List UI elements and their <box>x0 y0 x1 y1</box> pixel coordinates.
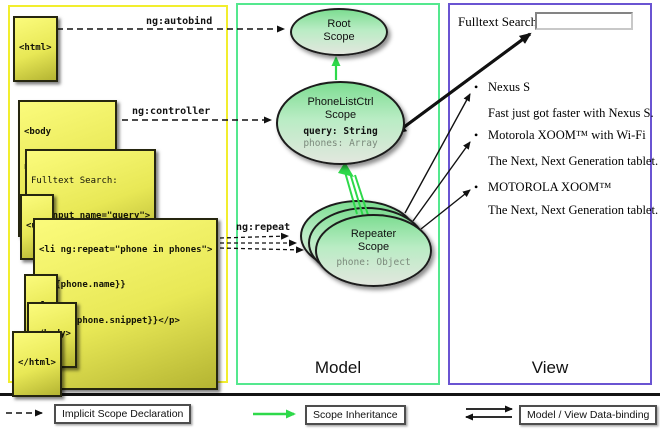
legend-scope-inheritance: Scope Inheritance <box>305 405 406 425</box>
legend-model-view-data-binding: Model / View Data-binding <box>519 405 658 425</box>
code-text: <p>{{phone.snippet}}</p> <box>39 315 180 326</box>
scope-property-query: query: String <box>303 126 378 138</box>
bullet-icon: • <box>474 180 479 194</box>
phone-list-item: • MOTOROLA XOOM™ <box>474 180 612 195</box>
code-text: <body <box>24 127 52 138</box>
ng-autobind-label: ng:autobind <box>146 16 213 27</box>
ng-controller-label: ng:controller <box>132 106 211 117</box>
code-text: <input name="query"> <box>31 211 151 222</box>
root-scope-ellipse: Root Scope <box>290 8 388 56</box>
scope-title: Repeater <box>350 228 397 240</box>
code-box-html-open: <html> <box>13 16 58 83</box>
phone-name: Nexus S <box>488 80 531 94</box>
legend-double-arrow <box>465 405 513 421</box>
legend-implicit-scope-declaration: Implicit Scope Declaration <box>54 404 192 424</box>
code-text: Fulltext Search: <box>31 176 118 187</box>
phonelistctrl-scope-ellipse: PhoneListCtrl Scope query: String phones… <box>276 81 405 165</box>
scope-title: PhoneListCtrl <box>307 96 374 108</box>
scope-property-phone: phone: Object <box>336 257 411 269</box>
code-text: {{phone.name}} <box>39 280 126 291</box>
phone-description: Fast just got faster with Nexus S. <box>488 106 654 120</box>
model-column <box>236 3 440 385</box>
bullet-icon: • <box>474 128 479 142</box>
column-label-view: View <box>531 358 569 377</box>
scope-title: Scope <box>357 240 390 253</box>
phone-description: The Next, Next Generation tablet. <box>488 154 659 168</box>
fulltext-search-label: Fulltext Search: <box>458 14 541 29</box>
code-box-html-close: </html> <box>12 331 62 398</box>
legend-separator-line <box>0 393 660 396</box>
phone-list-item: • Motorola XOOM™ with Wi-Fi <box>474 128 646 143</box>
code-text: <html> <box>19 43 52 54</box>
phone-name: Motorola XOOM™ with Wi-Fi <box>488 128 646 142</box>
phone-description: The Next, Next Generation tablet. <box>488 203 659 217</box>
code-text: <li ng:repeat="phone in phones"> <box>39 245 213 256</box>
scope-title: Scope <box>324 108 357 121</box>
scope-title: Scope <box>323 30 355 43</box>
scope-title: Root <box>327 18 351 30</box>
bullet-icon: • <box>474 80 479 94</box>
fulltext-search-input[interactable] <box>535 12 633 30</box>
repeater-scope-ellipse: Repeater Scope phone: Object <box>315 214 432 287</box>
scope-property-phones: phones: Array <box>303 138 378 150</box>
column-label-model: Model <box>314 358 362 377</box>
phone-list-item: • Nexus S <box>474 80 530 95</box>
code-text: </html> <box>18 358 56 369</box>
phone-name: MOTOROLA XOOM™ <box>488 180 612 194</box>
ng-repeat-label: ng:repeat <box>236 222 291 233</box>
